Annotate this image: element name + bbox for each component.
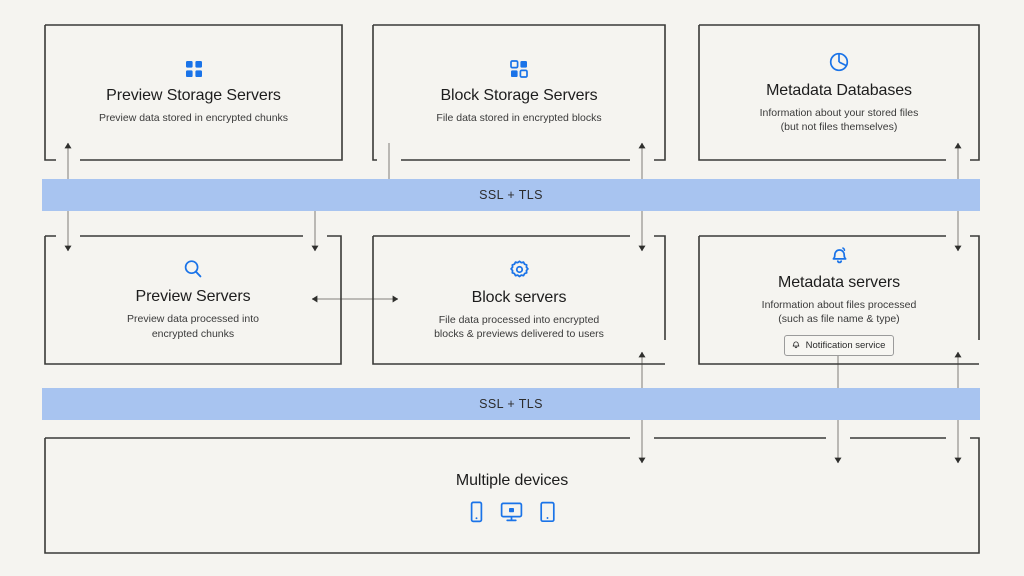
node-subtitle-line: Preview data processed into [127, 313, 259, 326]
notification-service-label: Notification service [805, 340, 886, 352]
node-subtitle-line: Information about files processed [761, 298, 917, 311]
node-subtitle: File data processed into encrypted block… [434, 313, 604, 341]
device-icon-group [469, 501, 556, 528]
node-preview-servers[interactable]: Preview Servers Preview data processed i… [45, 236, 341, 364]
pie-chart-icon [828, 51, 850, 73]
node-block-servers[interactable]: Block servers File data processed into e… [373, 236, 665, 364]
node-block-storage-servers[interactable]: Block Storage Servers File data stored i… [373, 25, 665, 160]
node-subtitle: Preview data processed into encrypted ch… [127, 312, 259, 340]
node-title: Block servers [471, 288, 567, 306]
node-title: Metadata servers [777, 273, 900, 291]
node-preview-storage-servers[interactable]: Preview Storage Servers Preview data sto… [45, 25, 342, 160]
ssl-band-bottom-label: SSL + TLS [479, 397, 543, 411]
ssl-band-bottom: SSL + TLS [42, 388, 980, 420]
ssl-band-top: SSL + TLS [42, 179, 980, 211]
node-subtitle-line: Preview data stored in encrypted chunks [98, 111, 289, 124]
node-title: Metadata Databases [766, 81, 912, 99]
node-subtitle: File data stored in encrypted blocks [436, 111, 601, 125]
tablet-icon [539, 501, 556, 528]
node-subtitle: Information about your stored files (but… [760, 106, 919, 134]
node-subtitle-line: File data stored in encrypted blocks [436, 111, 602, 124]
node-subtitle-line: Information about your stored files [759, 106, 919, 119]
node-subtitle: Preview data stored in encrypted chunks [99, 111, 288, 125]
node-subtitle-line: encrypted chunks [151, 327, 235, 340]
grid-dots-icon [510, 60, 528, 78]
desktop-monitor-icon [500, 501, 523, 528]
node-subtitle-line: File data processed into encrypted [438, 313, 600, 326]
bell-icon [829, 244, 850, 265]
node-title: Block Storage Servers [440, 86, 598, 104]
node-subtitle-line: blocks & previews delivered to users [434, 328, 604, 340]
node-multiple-devices[interactable]: Multiple devices [45, 438, 979, 553]
grid-squares-icon [185, 60, 203, 78]
magnifier-icon [183, 259, 203, 279]
node-metadata-servers[interactable]: Metadata servers Information about files… [699, 236, 979, 364]
node-title: Preview Storage Servers [106, 86, 281, 104]
node-subtitle: Information about files processed (such … [762, 298, 917, 326]
node-title: Preview Servers [135, 288, 251, 306]
node-subtitle-line: (such as file name & type) [778, 313, 900, 325]
phone-icon [469, 501, 484, 528]
node-title: Multiple devices [455, 472, 569, 489]
ssl-band-top-label: SSL + TLS [479, 188, 543, 202]
notification-service-badge[interactable]: Notification service [783, 335, 895, 357]
bell-icon [791, 339, 801, 352]
node-metadata-databases[interactable]: Metadata Databases Information about you… [699, 25, 979, 160]
node-subtitle-line: (but not files themselves) [780, 121, 898, 133]
gear-icon [509, 259, 530, 280]
